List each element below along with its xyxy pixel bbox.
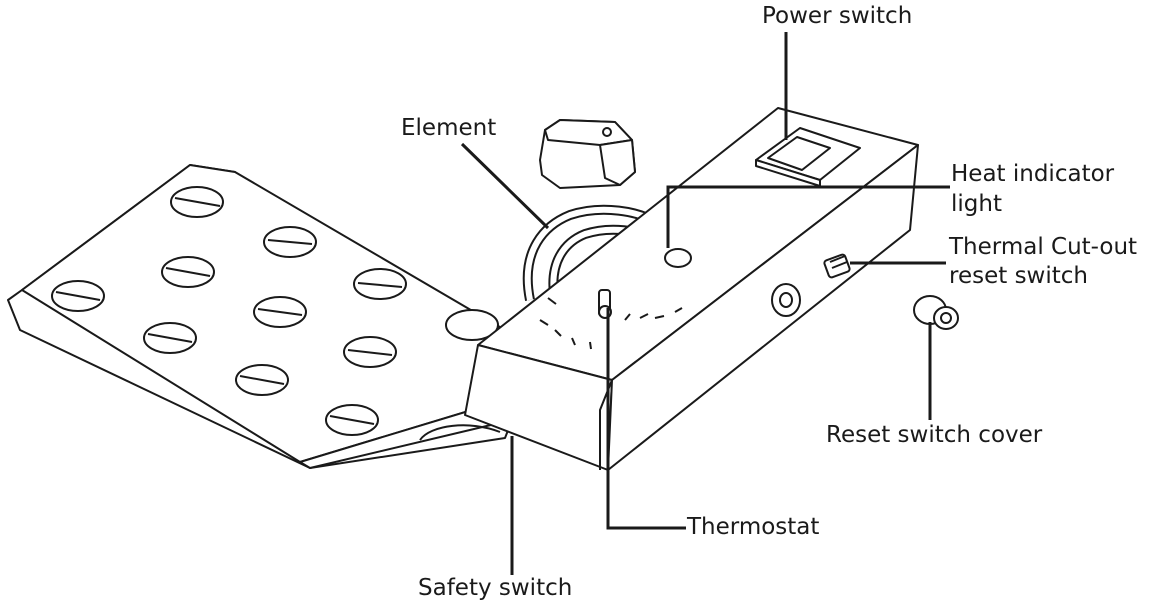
- label-thermal-cutout-2: reset switch: [949, 263, 1088, 289]
- heat-indicator-light: [664, 248, 692, 268]
- leader-heat-indicator: [666, 185, 950, 248]
- label-heat-indicator-2: light: [951, 191, 1002, 217]
- label-safety-switch: Safety switch: [418, 575, 573, 601]
- label-thermal-cutout-1: Thermal Cut-out: [949, 234, 1138, 260]
- label-heat-indicator-1: Heat indicator: [951, 161, 1115, 187]
- base-holes: [51, 186, 499, 436]
- reset-switch[interactable]: [823, 253, 851, 279]
- leader-element: [460, 142, 550, 230]
- label-element: Element: [401, 115, 497, 141]
- leader-thermostat: [606, 308, 686, 530]
- safety-switch[interactable]: [419, 424, 501, 441]
- side-knob: [771, 283, 801, 317]
- label-reset-switch-cover: Reset switch cover: [826, 422, 1043, 448]
- reset-switch-cover[interactable]: [913, 295, 959, 330]
- label-power-switch: Power switch: [762, 3, 913, 29]
- label-thermostat: Thermostat: [687, 514, 820, 540]
- thermostat-knob: [539, 119, 636, 189]
